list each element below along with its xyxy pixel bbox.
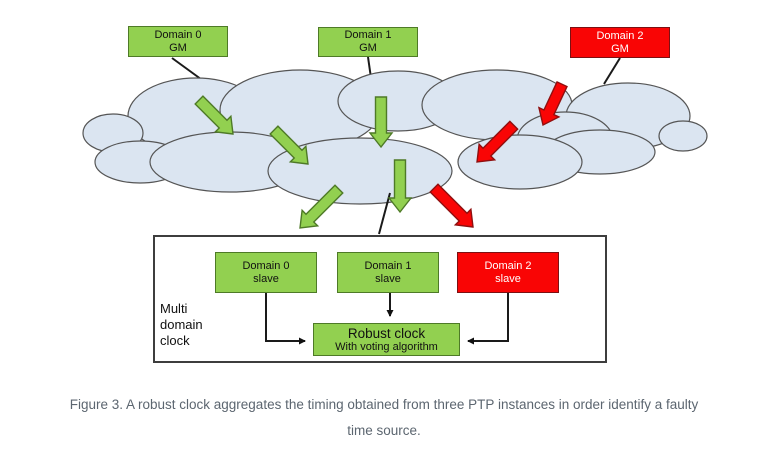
gm-box-domain2: Domain 2 GM bbox=[570, 27, 670, 58]
robust-clock-line1: Robust clock bbox=[347, 325, 426, 341]
red-exit-arrow-domain2 bbox=[429, 183, 474, 228]
robust-clock-box: Robust clock With voting algorithm bbox=[313, 323, 460, 356]
slave-box-domain2-line2: slave bbox=[495, 272, 521, 285]
connector-cloud-to-clock-box bbox=[378, 192, 391, 235]
gm-box-domain0-line2: GM bbox=[169, 41, 187, 54]
gm-box-domain0: Domain 0 GM bbox=[128, 26, 228, 57]
connector-domain2-gm bbox=[603, 57, 621, 85]
slave-box-domain1: Domain 1 slave bbox=[337, 252, 439, 293]
robust-clock-line2: With voting algorithm bbox=[335, 340, 438, 353]
green-exit-arrow-domain0 bbox=[299, 184, 344, 229]
gm-box-domain1-line1: Domain 1 bbox=[344, 29, 392, 41]
gm-box-domain0-line1: Domain 0 bbox=[154, 28, 202, 41]
figure-caption-line1: Figure 3. A robust clock aggregates the … bbox=[69, 397, 699, 412]
group-label-line3: clock bbox=[160, 333, 190, 348]
green-flow-arrow-domain0 bbox=[194, 95, 234, 135]
green-flow-arrow-mid bbox=[269, 125, 309, 165]
slave-box-domain0-line1: Domain 0 bbox=[242, 259, 290, 272]
figure-caption-line2: time source. bbox=[347, 423, 421, 438]
multi-domain-clock-container bbox=[153, 235, 607, 363]
green-flow-arrow-domain1 bbox=[368, 96, 394, 149]
slave-box-domain2-line1: Domain 2 bbox=[484, 259, 532, 272]
diagram-graphics bbox=[82, 56, 708, 345]
gm-box-domain1: Domain 1 GM bbox=[318, 27, 418, 57]
figure-caption: Figure 3. A robust clock aggregates the … bbox=[0, 374, 768, 444]
slave-box-domain1-line2: slave bbox=[375, 272, 401, 285]
multi-domain-clock-label: Multi domain clock bbox=[160, 301, 203, 349]
group-label-line1: Multi bbox=[160, 301, 188, 316]
gm-box-domain2-line1: Domain 2 bbox=[596, 29, 644, 42]
figure-diagram: Domain 0 GM Domain 1 GM Domain 2 GM Doma… bbox=[82, 26, 708, 363]
cloud-lobe bbox=[658, 120, 708, 152]
group-label-line2: domain bbox=[160, 317, 203, 332]
slave-box-domain1-line1: Domain 1 bbox=[364, 259, 412, 272]
gm-box-domain1-line2: GM bbox=[359, 42, 377, 54]
red-flow-arrow-domain2-top bbox=[537, 80, 568, 127]
network-cloud bbox=[82, 69, 708, 205]
slave-box-domain0: Domain 0 slave bbox=[215, 252, 317, 293]
arrow-slave0-to-robust bbox=[265, 293, 306, 345]
green-exit-arrow-domain1 bbox=[387, 159, 413, 214]
slave-box-domain2: Domain 2 slave bbox=[457, 252, 559, 293]
slave-box-domain0-line2: slave bbox=[253, 272, 279, 285]
arrow-slave2-to-robust bbox=[467, 293, 509, 345]
red-flow-arrow-domain2-mid bbox=[476, 120, 519, 163]
gm-box-domain2-line2: GM bbox=[611, 42, 629, 55]
